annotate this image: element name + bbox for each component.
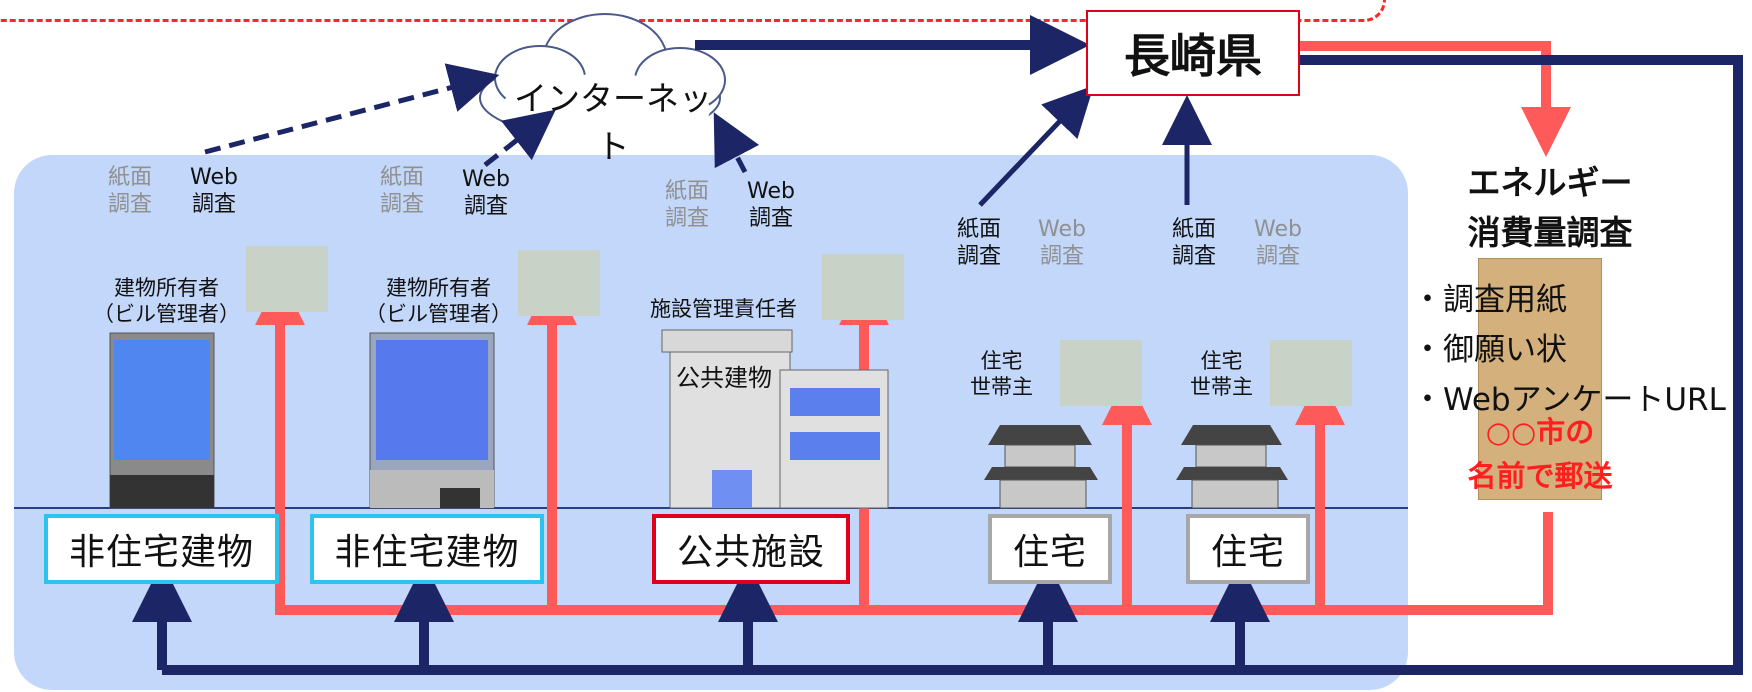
energy-survey-item: ・調査用紙	[1412, 282, 1567, 318]
envelope-illustration	[1478, 258, 1602, 500]
internet-label: インターネット	[514, 79, 712, 166]
person-icon	[246, 246, 328, 312]
person-icon	[822, 254, 904, 320]
paper-survey-label: 紙面 調査	[1172, 217, 1217, 269]
office-building-1-illustration	[109, 332, 215, 509]
category-house-2: 住宅	[1186, 514, 1310, 584]
web-survey-label: Web 調査	[1038, 217, 1086, 269]
facility-manager-label: 施設管理責任者	[650, 297, 797, 321]
category-nonresidential-2: 非住宅建物	[310, 514, 544, 584]
web-survey-label: Web 調査	[747, 179, 795, 231]
mailing-note-line2: 名前で郵送	[1467, 459, 1613, 493]
web-survey-label: Web 調査	[190, 165, 238, 217]
office-building-2-illustration	[369, 332, 495, 509]
category-nonresidential-1: 非住宅建物	[44, 514, 279, 584]
public-building-illustration	[661, 329, 889, 509]
person-icon	[518, 250, 600, 316]
householder-label: 住宅 世帯主	[1190, 349, 1253, 399]
house-1-illustration	[984, 425, 1098, 509]
owner-label: 建物所有者 （ビル管理者）	[93, 276, 240, 326]
energy-survey-item: ・御願い状	[1412, 332, 1567, 368]
mailing-note: ○○市の 名前で郵送	[1450, 410, 1630, 498]
person-icon	[1060, 340, 1142, 406]
person-icon	[1270, 340, 1352, 406]
nagasaki-prefecture-box: 長崎県	[1086, 10, 1300, 96]
category-house-1: 住宅	[988, 514, 1112, 584]
public-building-sign: 公共建物	[676, 364, 772, 392]
owner-label: 建物所有者 （ビル管理者）	[365, 276, 512, 326]
paper-survey-label: 紙面 調査	[665, 179, 710, 231]
energy-survey-item: ・WebアンケートURL	[1412, 382, 1726, 418]
house-2-illustration	[1176, 425, 1288, 509]
category-public-facility: 公共施設	[652, 514, 850, 584]
web-survey-label: Web 調査	[1254, 217, 1302, 269]
paper-survey-label: 紙面 調査	[380, 165, 425, 217]
energy-survey-items: ・調査用紙 ・御願い状 ・WebアンケートURL	[1412, 275, 1726, 425]
paper-survey-label: 紙面 調査	[957, 217, 1002, 269]
energy-survey-title: エネルギー 消費量調査	[1467, 163, 1633, 252]
web-survey-label: Web 調査	[462, 167, 510, 219]
householder-label: 住宅 世帯主	[970, 349, 1033, 399]
mailing-note-line1: ○○市の	[1485, 415, 1595, 449]
paper-survey-label: 紙面 調査	[108, 165, 153, 217]
